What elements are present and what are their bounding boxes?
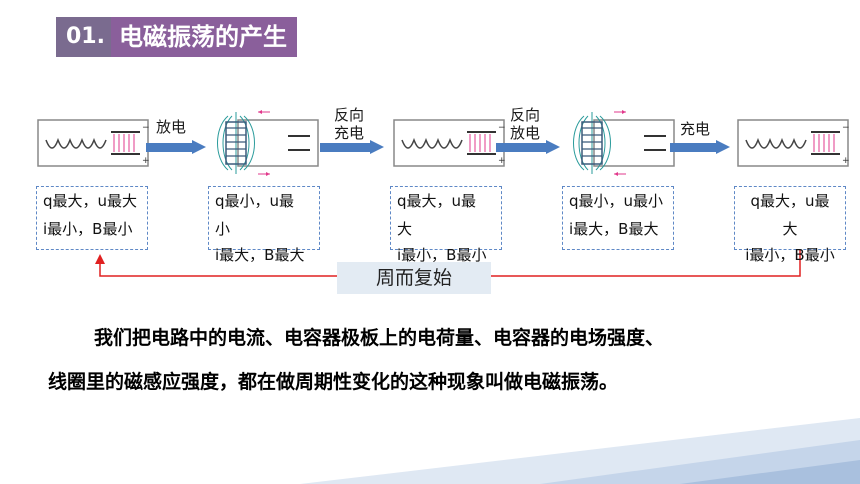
svg-text:−: − [842, 123, 850, 133]
svg-text:+: + [142, 156, 150, 166]
transition-label-1: 放电 [156, 118, 187, 136]
arrow-reverse-charge [320, 140, 384, 154]
section-header: 01. 电磁振荡的产生 [56, 17, 297, 57]
circuit-stage-4 [573, 110, 675, 176]
svg-text:+: + [842, 156, 850, 166]
arrow-charge [670, 140, 730, 154]
section-number: 01. [56, 17, 111, 57]
transition-label-2: 反向充电 [334, 106, 365, 142]
transition-label-4: 充电 [680, 120, 711, 138]
svg-text:−: − [142, 123, 150, 133]
arrow-discharge [146, 140, 206, 154]
arrow-reverse-discharge [496, 140, 560, 154]
paragraph-line-2: 线圈里的磁感应强度，都在做周期性变化的这种现象叫做电磁振荡。 [48, 371, 619, 393]
svg-text:+: + [498, 156, 506, 166]
section-title: 电磁振荡的产生 [110, 17, 297, 57]
svg-text:−: − [498, 123, 506, 133]
paragraph-line-1: 我们把电路中的电流、电容器极板上的电荷量、电容器的电场强度、 [94, 327, 665, 349]
transition-label-3: 反向放电 [510, 106, 541, 142]
circuit-stage-5: − + [737, 119, 850, 167]
cycle-label: 周而复始 [337, 262, 491, 294]
circuit-stage-2 [217, 110, 319, 176]
